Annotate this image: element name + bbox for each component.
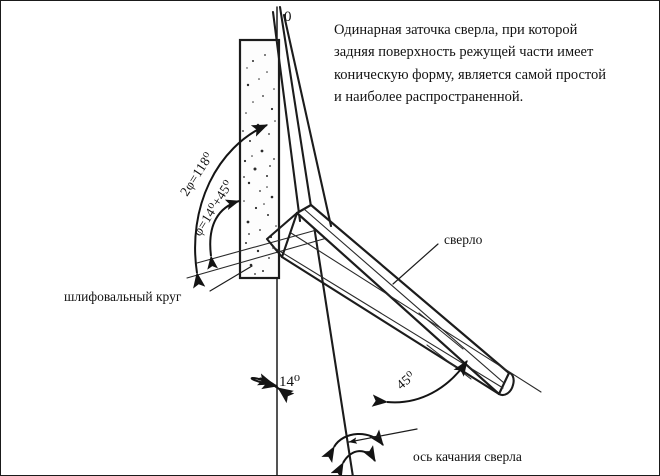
drill-label: сверло xyxy=(444,232,483,247)
cone-generatrix-right xyxy=(282,13,333,228)
tilt-angle-arc: 14⁰ xyxy=(250,373,300,404)
tilt-angle-label: 14⁰ xyxy=(279,374,300,390)
caption-text: Одинарная заточка сверла, при которой за… xyxy=(334,19,644,109)
swing-angle-label: 45⁰ xyxy=(393,368,418,392)
swing-axis-line xyxy=(278,5,354,475)
caption-line: задняя поверхность режущей части имеет xyxy=(334,44,594,61)
swing-axis-leader: ось качания сверла xyxy=(348,428,522,464)
point-angle-label: 2φ=118⁰ xyxy=(177,149,216,198)
drill-leader: сверло xyxy=(392,232,483,285)
origin-marker-label: 0 xyxy=(284,9,292,25)
cone-generatrix-left xyxy=(271,10,302,223)
caption-line: коническую форму, является самой простой xyxy=(334,66,607,83)
caption-line: и наиболее распространенной. xyxy=(334,89,524,106)
grinding-wheel-leader: шлифовальный круг xyxy=(64,265,253,304)
drill xyxy=(265,203,542,397)
caption-line: Одинарная заточка сверла, при которой xyxy=(334,22,578,38)
grinding-wheel-label: шлифовальный круг xyxy=(64,289,182,304)
oscillation-symbol xyxy=(321,429,384,475)
swing-axis-label: ось качания сверла xyxy=(413,449,522,464)
